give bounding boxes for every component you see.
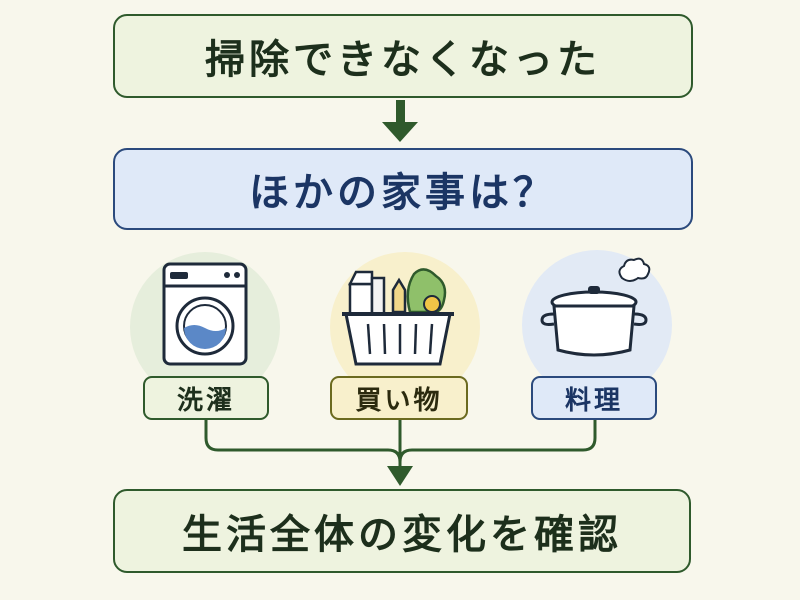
down-arrow-top [382, 100, 418, 142]
top-step-box: 掃除できなくなった [113, 14, 693, 98]
top-step-text: 掃除できなくなった [205, 37, 601, 83]
cooking-label-text: 料理 [564, 385, 623, 416]
bottom-step-text: 生活全体の変化を確認 [182, 512, 622, 558]
shopping-label-text: 買い物 [355, 385, 443, 416]
question-box: ほかの家事は？ [113, 148, 693, 230]
question-text: ほかの家事は？ [249, 170, 557, 216]
laundry-label: 洗濯 [143, 376, 269, 420]
merge-arrow-head [387, 466, 413, 486]
bottom-step-box: 生活全体の変化を確認 [113, 489, 691, 573]
cooking-label: 料理 [531, 376, 657, 420]
merge-arrows [204, 420, 597, 470]
shopping-label: 買い物 [330, 376, 468, 420]
laundry-label-text: 洗濯 [176, 385, 235, 416]
